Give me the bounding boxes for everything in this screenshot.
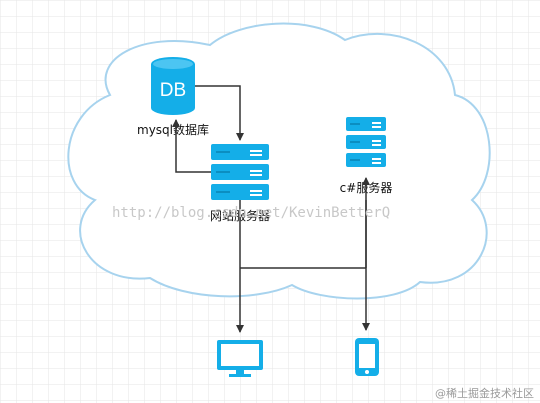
server-icon: [211, 144, 269, 200]
mysql-label: mysql数据库: [137, 122, 209, 137]
phone-icon: [355, 338, 379, 376]
watermark-url: http://blog.csdn.net/KevinBetterQ: [112, 205, 390, 221]
cloud-shape: [67, 22, 491, 300]
db-text: DB: [160, 80, 186, 101]
database-icon: [151, 57, 195, 115]
monitor-icon: [217, 340, 263, 377]
arrow-db-to-web: [195, 85, 244, 141]
connectors: [172, 85, 370, 333]
brand-label: @稀土掘金技术社区: [435, 386, 534, 400]
server-icon: [346, 117, 386, 167]
arrow-web-to-db: [172, 119, 211, 173]
